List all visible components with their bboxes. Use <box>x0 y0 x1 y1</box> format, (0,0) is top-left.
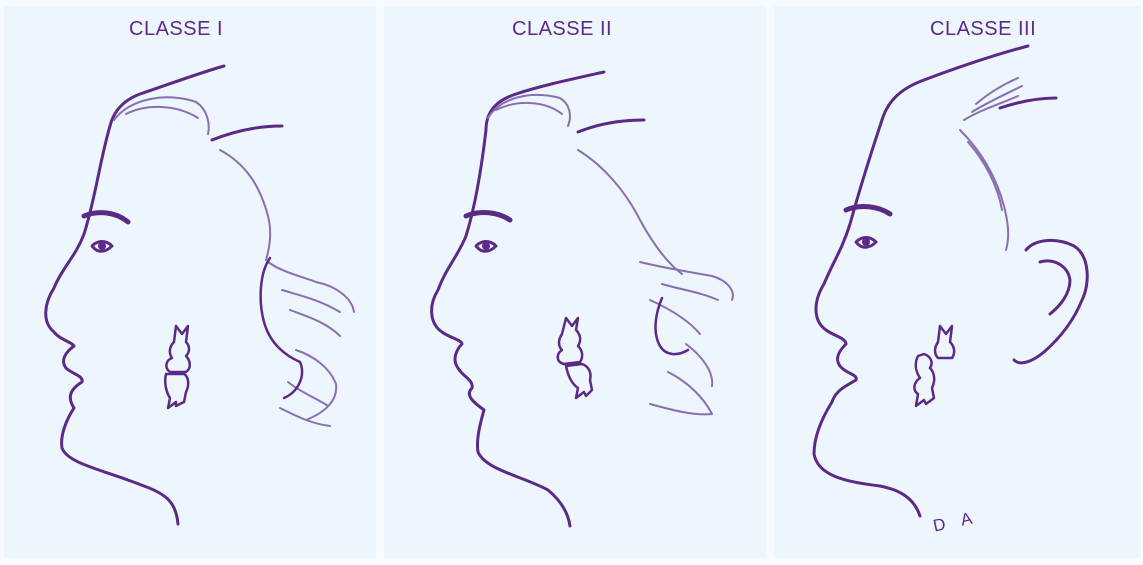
panel-label-class-1: CLASSE I <box>129 18 223 41</box>
class-1-pupil <box>98 242 106 250</box>
panel-label-class-3: CLASSE III <box>930 18 1036 41</box>
panel-3-background <box>774 6 1140 558</box>
class-3-pupil <box>862 238 870 246</box>
panel-label-class-2: CLASSE II <box>512 18 612 41</box>
class-2-pupil <box>482 242 490 250</box>
